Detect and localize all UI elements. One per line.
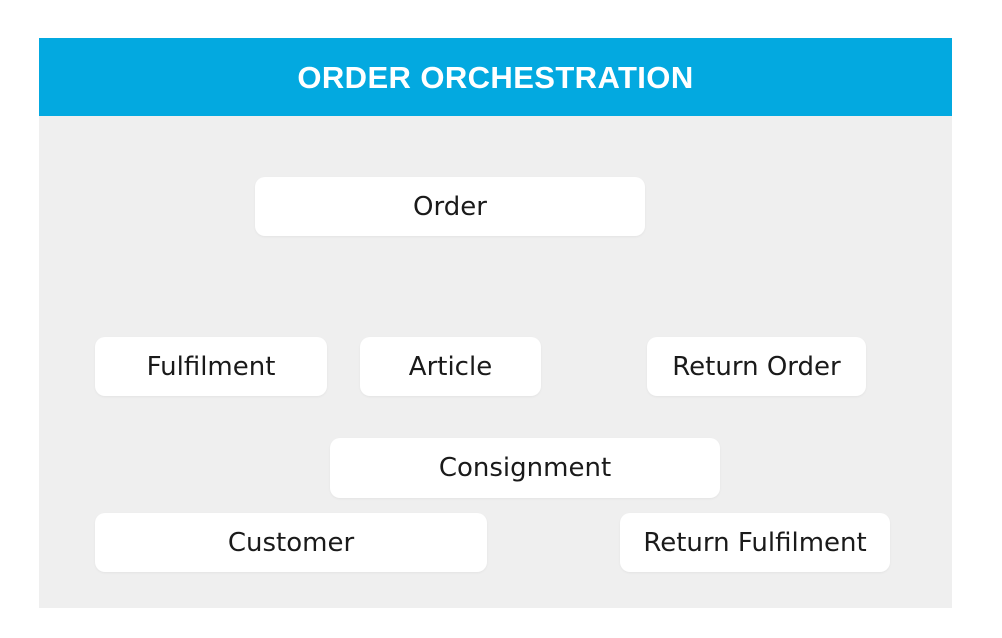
entity-box[interactable]: Order — [255, 177, 645, 236]
entity-label: Customer — [227, 527, 355, 558]
entity-box[interactable]: Customer — [95, 513, 487, 572]
panel-header: ORDER ORCHESTRATION — [39, 38, 952, 116]
entity-box[interactable]: Return Fulfilment — [620, 513, 890, 572]
entity-box[interactable]: Return Order — [647, 337, 866, 396]
entity-label: Article — [408, 351, 493, 382]
entity-box[interactable]: Article — [360, 337, 541, 396]
entity-label: Return Order — [672, 351, 841, 382]
entity-box[interactable]: Fulfilment — [95, 337, 327, 396]
entity-box[interactable]: Consignment — [330, 438, 720, 498]
entity-label: Consignment — [438, 453, 612, 483]
entity-label: Fulfilment — [146, 351, 276, 382]
entity-label: Return Fulfilment — [643, 527, 867, 558]
page-title: ORDER ORCHESTRATION — [297, 59, 694, 95]
entity-label: Order — [413, 191, 487, 222]
